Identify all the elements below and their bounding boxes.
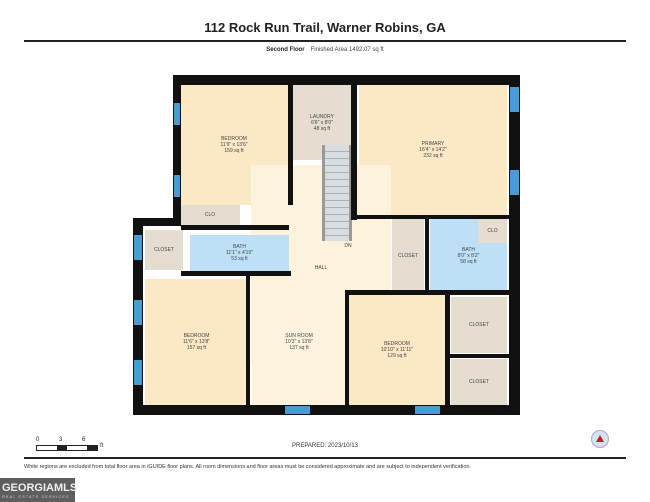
scale-bar xyxy=(36,445,98,451)
room-label: CLOSET xyxy=(153,247,174,253)
room-dims: 8'0" x 8'2" xyxy=(457,252,480,259)
wall-primary-south xyxy=(357,215,509,219)
room-label: PRIMARY xyxy=(421,141,445,147)
window xyxy=(134,300,142,325)
room-label: CLOSET xyxy=(468,322,489,328)
room-dims: 11'1" x 4'10" xyxy=(225,250,254,256)
room-dims: 11'9" x 13'6" xyxy=(220,142,248,148)
wall-bath1-north xyxy=(181,225,289,230)
room-label: CLO xyxy=(487,227,498,234)
window xyxy=(285,406,310,414)
room-area: 53 sq ft xyxy=(231,256,248,262)
scale-tick: 0 xyxy=(36,437,40,443)
scale-unit: ft xyxy=(100,443,104,449)
window xyxy=(510,87,519,112)
scale-tick: 6 xyxy=(82,437,86,443)
room-label: BATH xyxy=(462,246,475,253)
stairs-dn: DN xyxy=(344,243,352,249)
room-label: CLOSET xyxy=(397,252,418,259)
room-bath-1: BATH 11'1" x 4'10" 53 sq ft xyxy=(190,235,289,271)
room-label: SUN ROOM xyxy=(285,333,313,339)
window xyxy=(415,406,440,414)
room-dims: 10'3" x 13'8" xyxy=(285,339,313,345)
wall-bath1-south xyxy=(181,271,291,276)
window xyxy=(510,170,519,195)
room-label: CLO xyxy=(204,212,216,218)
floor-subtitle: Second Floor Finished Area 1492.07 sq ft xyxy=(0,47,650,53)
room-sunroom: SUN ROOM 10'3" x 13'8" 137 sq ft xyxy=(252,279,346,405)
wall-right xyxy=(509,75,520,415)
window xyxy=(174,103,180,125)
room-bedroom-3: BEDROOM 10'10" x 11'11" 129 sq ft xyxy=(349,295,445,405)
wall-bed3-west xyxy=(345,290,349,406)
room-closet-right-2: CLOSET xyxy=(451,359,507,405)
stairs-down-label: DN xyxy=(338,241,358,251)
wall-bottom xyxy=(133,405,520,415)
title-divider xyxy=(24,40,626,42)
finished-area: Finished Area 1492.07 sq ft xyxy=(310,47,384,53)
room-label: LAUNDRY xyxy=(310,113,334,120)
staircase xyxy=(322,145,352,241)
room-label: BEDROOM xyxy=(221,136,247,142)
window xyxy=(174,175,180,197)
prepared-date: PREPARED: 2023/10/13 xyxy=(292,443,358,449)
room-dims: 10'10" x 11'11" xyxy=(380,347,414,353)
room-closet-left: CLOSET xyxy=(145,230,183,270)
room-area: 232 sq ft xyxy=(423,153,443,159)
wall-bath2-west xyxy=(425,219,429,291)
room-label: HALL xyxy=(314,265,328,271)
room-clo-2: CLO xyxy=(478,218,507,243)
floor-plan: BEDROOM 11'9" x 13'6" 159 sq ft CLO LAUN… xyxy=(133,75,520,415)
disclaimer: White regions are excluded from total fl… xyxy=(24,464,471,470)
room-label: BEDROOM xyxy=(384,341,410,347)
wall-bed1-east xyxy=(288,85,293,205)
scale-labels: 0 3 6 xyxy=(36,437,85,443)
room-area: 159 sq ft xyxy=(224,148,244,154)
room-dims: 6'6" x 8'0" xyxy=(311,119,333,126)
room-area: 58 sq ft xyxy=(460,258,477,265)
logo-text: GEORGIAMLS xyxy=(2,481,78,494)
page-title: 112 Rock Run Trail, Warner Robins, GA xyxy=(204,20,446,35)
footer-divider xyxy=(24,457,626,459)
room-label: BATH xyxy=(233,244,246,250)
wall-primary-west xyxy=(351,85,357,220)
room-dims: 16'4" x 14'2" xyxy=(419,147,447,153)
logo-subtext: REAL ESTATE SERVICES xyxy=(2,493,70,499)
wall-left-step xyxy=(133,218,181,226)
room-label: CLOSET xyxy=(468,379,489,385)
wall-left-upper xyxy=(173,75,181,220)
window xyxy=(134,360,142,385)
room-area: 157 sq ft xyxy=(186,345,207,351)
room-bedroom-2: BEDROOM 11'6" x 13'8" 157 sq ft xyxy=(145,279,248,405)
window xyxy=(134,235,142,260)
wall-bed3-north xyxy=(345,290,509,295)
room-dims: 11'6" x 13'8" xyxy=(182,339,211,345)
georgia-mls-logo: GEORGIAMLS REAL ESTATE SERVICES xyxy=(0,478,78,502)
room-label: BEDROOM xyxy=(183,333,210,339)
wall-top xyxy=(173,75,520,85)
wall-bed2-east xyxy=(246,276,250,406)
wall-closets-divider xyxy=(450,354,509,358)
room-area: 48 sq ft xyxy=(313,125,331,132)
scale-tick: 3 xyxy=(59,437,63,443)
room-area: 137 sq ft xyxy=(289,345,309,351)
room-closet-right-1: CLOSET xyxy=(451,297,507,353)
compass-icon xyxy=(591,430,609,448)
room-closet-mid: CLOSET xyxy=(392,218,424,293)
room-clo-1: CLO xyxy=(180,205,240,225)
room-area: 129 sq ft xyxy=(387,353,407,359)
wall-closets-west xyxy=(445,295,450,406)
floor-name: Second Floor xyxy=(266,47,305,53)
